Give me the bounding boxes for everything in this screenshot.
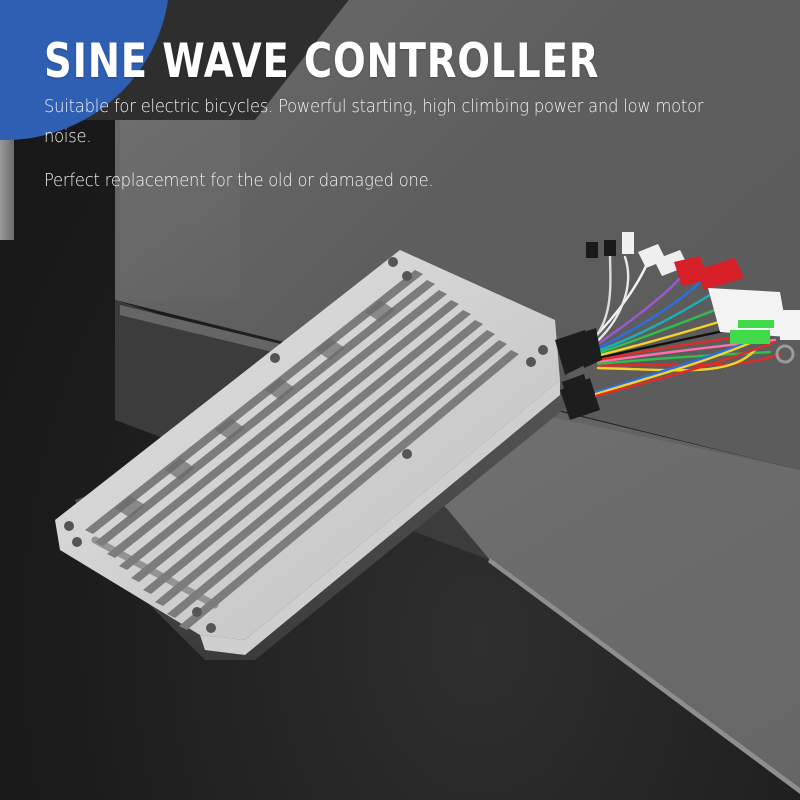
page-title: SINE WAVE CONTROLLER (44, 34, 600, 89)
description-line-1: Suitable for electric bicycles. Powerful… (44, 97, 704, 147)
controller-image (55, 250, 600, 670)
description-line-2: Perfect replacement for the old or damag… (44, 171, 434, 191)
wire-harness-image (540, 222, 800, 422)
wire-harness-icon (562, 232, 800, 410)
controller-heatsink-icon (55, 250, 600, 660)
